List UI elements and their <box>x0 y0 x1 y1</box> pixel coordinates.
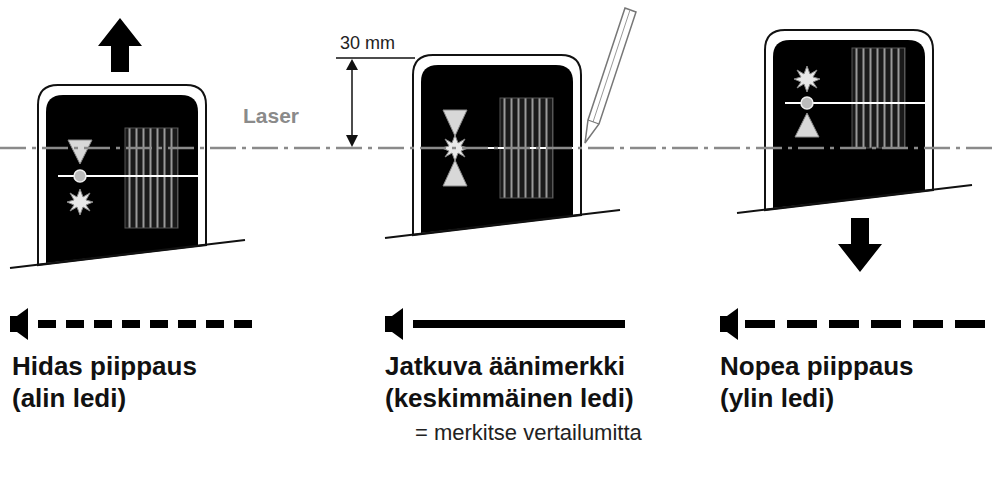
laser-line <box>0 147 998 150</box>
dimension-30mm <box>336 58 415 147</box>
sound-slow <box>10 308 258 340</box>
sound-fast <box>720 308 985 340</box>
move-down-arrow <box>838 218 882 272</box>
dimension-label: 30 mm <box>340 33 395 54</box>
receiver-high <box>737 30 972 213</box>
note-label: = merkitse vertailumitta <box>415 420 642 445</box>
signal-title: Jatkuva äänimerkki <box>385 352 625 382</box>
sound-continuous <box>385 308 625 340</box>
pencil <box>585 8 636 143</box>
laser-label: Laser <box>243 104 299 128</box>
signal-title: Hidas piippaus <box>12 352 197 382</box>
receiver-low <box>10 85 245 268</box>
move-up-arrow <box>98 18 142 72</box>
signal-led: (keskimmäinen ledi) <box>385 384 634 414</box>
receiver-centre <box>385 55 620 238</box>
signal-led: (alin ledi) <box>12 384 126 414</box>
signal-led: (ylin ledi) <box>720 384 834 414</box>
signal-title: Nopea piippaus <box>720 352 914 382</box>
